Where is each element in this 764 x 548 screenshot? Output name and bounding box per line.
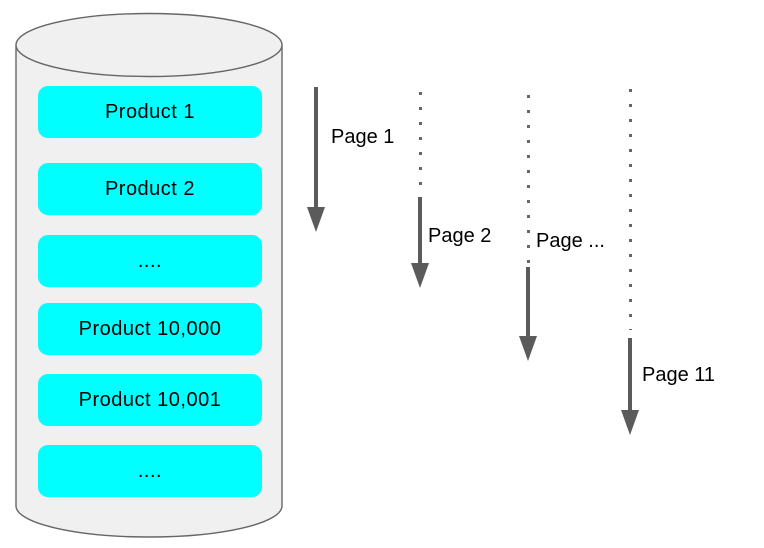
cylinder-top-ellipse xyxy=(15,12,283,78)
page-1-label: Page 1 xyxy=(331,126,395,148)
page-ellipsis-dotted-line xyxy=(527,95,530,266)
page-2-dotted-line xyxy=(419,92,422,196)
page-2-arrow-shaft xyxy=(418,197,422,264)
page-11-label: Page 11 xyxy=(642,364,716,386)
product-row-10000: Product 10,000 xyxy=(38,303,262,355)
page-11-dotted-line xyxy=(629,89,632,330)
product-row-ellipsis-1: .... xyxy=(38,235,262,287)
page-1-arrow-head-icon xyxy=(307,207,325,232)
page-ellipsis-arrow-head-icon xyxy=(519,336,537,361)
page-ellipsis-arrow-shaft xyxy=(526,267,530,337)
page-2-label: Page 2 xyxy=(428,225,492,247)
product-row-2: Product 2 xyxy=(38,163,262,215)
page-1-arrow-shaft xyxy=(314,87,318,208)
page-11-arrow-head-icon xyxy=(621,410,639,435)
product-row-1: Product 1 xyxy=(38,86,262,138)
product-row-10001: Product 10,001 xyxy=(38,374,262,426)
product-row-ellipsis-2: .... xyxy=(38,445,262,497)
page-ellipsis-label: Page ... xyxy=(536,230,605,252)
page-2-arrow-head-icon xyxy=(411,263,429,288)
page-11-arrow-shaft xyxy=(628,338,632,411)
